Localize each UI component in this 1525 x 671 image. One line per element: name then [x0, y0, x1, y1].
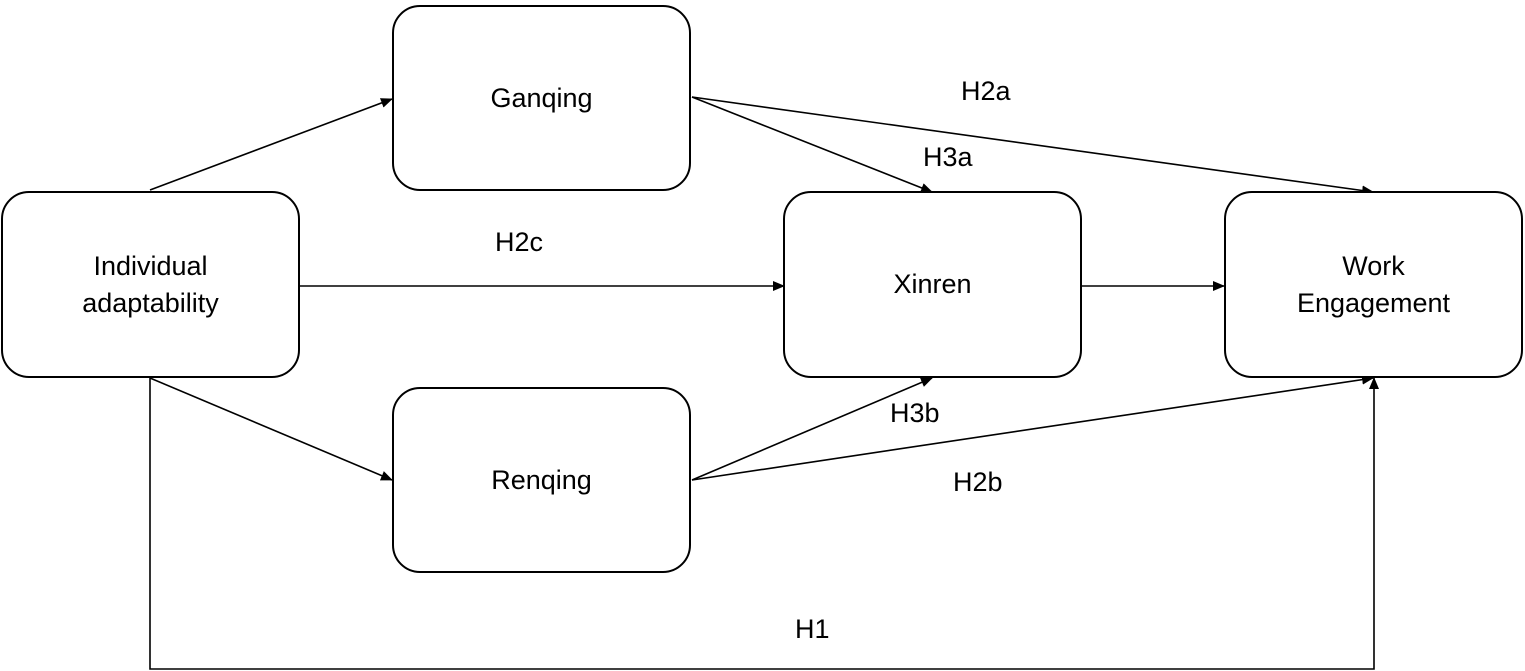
hypothesis-h1-label: H1 — [795, 614, 830, 644]
node-renqing-label: Renqing — [491, 464, 592, 495]
hypothesis-h2c-label: H2c — [495, 227, 544, 257]
arrow-renqing-to-xinren — [691, 377, 933, 481]
hypothesis-h3b-label: H3b — [890, 398, 940, 428]
arrow-renqing-to-work-engagement — [691, 374, 1374, 481]
node-individual-adaptability-label-line2: adaptability — [82, 287, 219, 318]
node-ganqing: Ganqing — [392, 5, 691, 191]
node-work-engagement: Work Engagement — [1224, 191, 1523, 378]
node-work-engagement-label-line2: Engagement — [1296, 287, 1451, 318]
arrow-individual-to-renqing — [149, 377, 393, 481]
node-individual-adaptability: Individual adaptability — [1, 191, 300, 378]
arrow-ganqing-to-work-engagement — [691, 96, 1374, 196]
node-renqing: Renqing — [392, 387, 691, 573]
arrow-individual-to-ganqing — [149, 98, 393, 191]
hypothesis-h3a-label: H3a — [923, 142, 973, 172]
hypothesis-h2b-label: H2b — [953, 467, 1003, 497]
arrow-ganqing-to-xinren — [691, 96, 933, 193]
arrow-individual-to-work-engagement — [149, 377, 1379, 670]
hypothesis-h2a-label: H2a — [961, 76, 1011, 106]
node-individual-adaptability-label-line1: Individual — [93, 250, 208, 281]
node-ganqing-label: Ganqing — [490, 82, 593, 113]
node-work-engagement-label-line1: Work — [1342, 250, 1405, 281]
node-xinren: Xinren — [783, 191, 1082, 378]
node-xinren-label: Xinren — [893, 269, 972, 299]
